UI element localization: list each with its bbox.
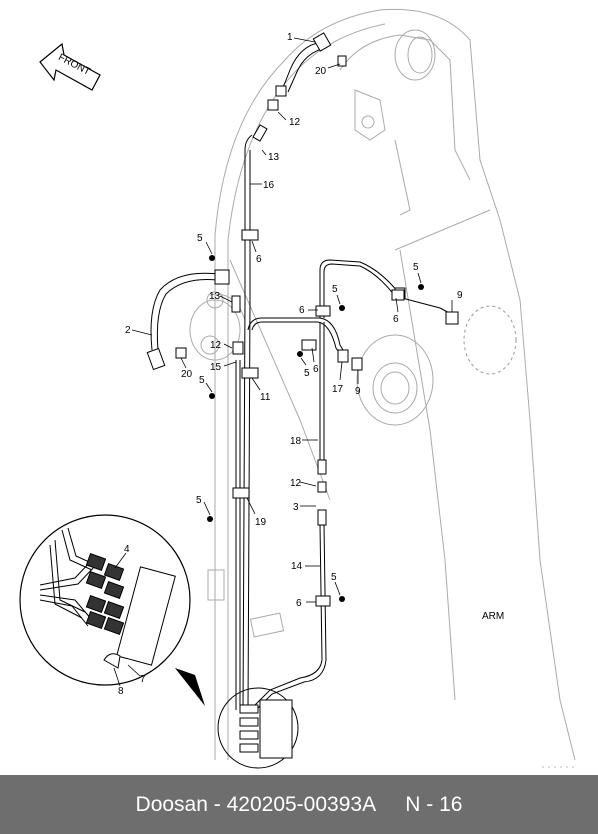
pipe-16 xyxy=(242,150,246,711)
fittings xyxy=(146,32,459,607)
callout-3: 3 xyxy=(293,502,299,513)
callout-5: 5 xyxy=(331,572,337,583)
callout-13: 13 xyxy=(209,291,221,302)
footer-brand: Doosan xyxy=(135,792,208,816)
callout-5: 5 xyxy=(332,284,338,295)
callout-9: 9 xyxy=(355,386,361,397)
callouts: 1 20 12 13 16 5 6 13 2 12 15 20 5 11 5 1… xyxy=(118,32,504,697)
callout-4: 4 xyxy=(124,544,130,555)
callout-5: 5 xyxy=(196,495,202,506)
callout-6: 6 xyxy=(299,305,305,316)
parts-diagram: FRONT xyxy=(19,8,576,769)
diagram-svg: FRONT xyxy=(19,8,576,769)
callout-12: 12 xyxy=(290,478,302,489)
bolts xyxy=(207,255,424,602)
callout-5: 5 xyxy=(413,262,419,273)
leader-lines xyxy=(113,37,453,687)
hose-2 xyxy=(150,272,226,351)
callout-6: 6 xyxy=(393,314,399,325)
footer-page: N - 16 xyxy=(405,792,463,816)
arm-label: ARM xyxy=(482,611,504,622)
callout-9: 9 xyxy=(457,290,463,301)
callout-6: 6 xyxy=(256,254,262,265)
callout-13: 13 xyxy=(268,152,280,163)
callout-14: 14 xyxy=(291,561,303,572)
callout-2: 2 xyxy=(125,325,131,336)
callout-6: 6 xyxy=(313,364,319,375)
front-arrow: FRONT xyxy=(39,42,101,91)
detail-view xyxy=(19,514,191,686)
detail-pointer xyxy=(175,668,205,706)
arm-body xyxy=(189,8,576,761)
callout-16: 16 xyxy=(263,180,275,191)
footer-part-number: 420205-00393A xyxy=(226,792,377,816)
callout-5: 5 xyxy=(197,233,203,244)
callout-7: 7 xyxy=(140,674,146,685)
callout-5: 5 xyxy=(304,368,310,379)
callout-20: 20 xyxy=(181,369,193,380)
callout-15: 15 xyxy=(210,362,222,373)
footer-separator: - xyxy=(213,792,221,816)
callout-18: 18 xyxy=(290,436,302,447)
hoses xyxy=(150,41,456,711)
callout-6: 6 xyxy=(296,598,302,609)
callout-12: 12 xyxy=(210,340,222,351)
callout-11: 11 xyxy=(260,392,271,403)
footer-gap xyxy=(376,793,405,817)
pipe-18 xyxy=(319,259,399,318)
footer-bar: Doosan - 420205-00393A N - 16 xyxy=(0,775,598,834)
callout-1: 1 xyxy=(287,32,293,43)
junction-block xyxy=(217,687,299,769)
callout-19: 19 xyxy=(255,517,267,528)
pipe-14 xyxy=(254,524,323,706)
callout-8: 8 xyxy=(118,686,124,697)
callout-17: 17 xyxy=(332,384,344,395)
callout-12: 12 xyxy=(289,117,301,128)
callout-20: 20 xyxy=(315,66,327,77)
dashed-circle xyxy=(463,305,517,375)
callout-5: 5 xyxy=(199,375,205,386)
